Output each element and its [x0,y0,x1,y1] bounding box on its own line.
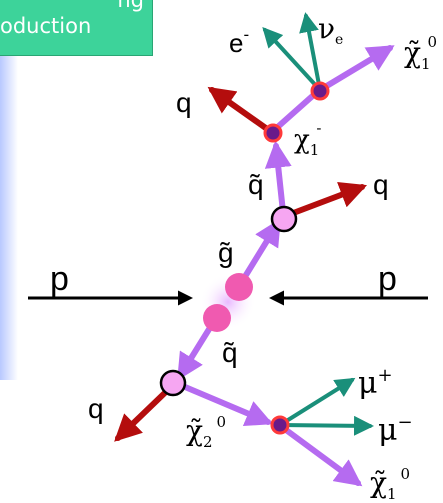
gluino-label: g̃ [218,237,234,268]
quark-line-upper-left [207,86,273,134]
left-edge-glow [0,40,18,380]
neutralino-top-label: χ̃10 [404,33,437,73]
neutralino-bottom-label: χ̃10 [370,465,410,503]
squark-production-label: q̃ [222,337,238,368]
quark-line-upper-right [285,182,368,218]
squark-line-upper [264,140,292,215]
squark-decay-vertex-lower [159,369,187,397]
chargino-vertex-2 [310,81,330,101]
neutralino2-vertex [270,415,290,435]
banner-text-line1: ng [117,0,144,12]
production-vertex-gluino [225,273,253,301]
squark-decay-vertex-upper [270,205,298,233]
chargino-label: χ1- [294,119,321,159]
proton-label-right: p [378,260,397,298]
neutralino2-line [175,381,273,427]
chargino-vertex-1 [263,123,283,143]
quark-line-lower-left [114,383,175,442]
neutrino-line [299,12,322,92]
electron-line [262,27,322,92]
quark-label-lower-left: q [88,393,104,424]
quark-label-upper-left: q [176,87,192,118]
quark-label-upper-right: q [373,169,389,200]
chargino-line [269,89,320,135]
squark-upper-label: q̃ [248,169,264,200]
muon-minus-line [278,415,374,436]
electron-label: e- [229,25,249,58]
muon-plus-label: μ+ [358,365,393,401]
neutralino-bottom-line [279,424,363,487]
neutralino-top-line [317,45,395,93]
neutrino-label: νe [318,12,343,48]
production-vertex-squark [203,304,231,332]
muon-minus-label: μ− [378,412,413,448]
title-banner: ng oduction [0,0,153,56]
neutralino2-label: χ̃20 [186,413,226,451]
proton-label-left: p [50,260,69,298]
banner-text-line2: oduction [0,14,92,38]
muon-plus-line [278,377,356,427]
